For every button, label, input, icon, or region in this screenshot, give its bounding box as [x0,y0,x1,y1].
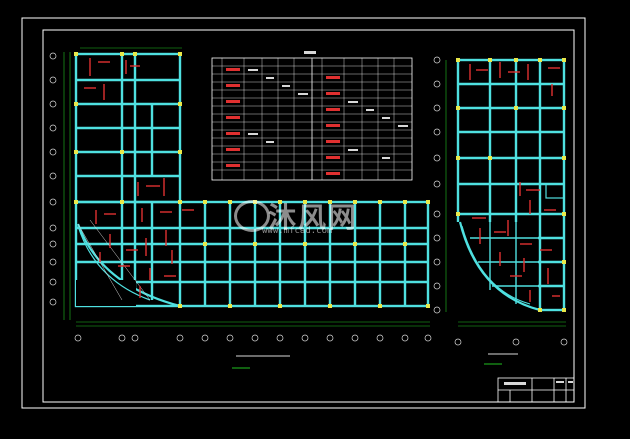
right-columns [456,58,566,312]
left-curved-mask [76,280,136,306]
watermark-url: www.mfcad.com [262,226,333,236]
sheet-outer-border [21,17,586,409]
left-axis-bubbles [49,52,432,342]
title-block [497,377,575,403]
mf-logo-icon [234,200,270,232]
watermark-brand: 沐风网 [268,201,359,234]
left-beams [74,52,430,308]
right-rebar-marks [469,62,560,302]
right-floor-plan [433,56,568,365]
right-axis-bubbles [433,56,568,346]
right-curved-edge [458,221,541,312]
left-columns [74,52,430,308]
right-dimension-lines [445,60,566,327]
left-rebar-marks [84,58,194,298]
sheet-inner-border [42,29,575,403]
left-curved-edge [76,223,181,308]
left-dimension-lines [63,47,430,327]
left-floor-plan [49,47,432,369]
right-curved-mask [456,222,538,312]
rebar-schedule-table [211,51,413,181]
